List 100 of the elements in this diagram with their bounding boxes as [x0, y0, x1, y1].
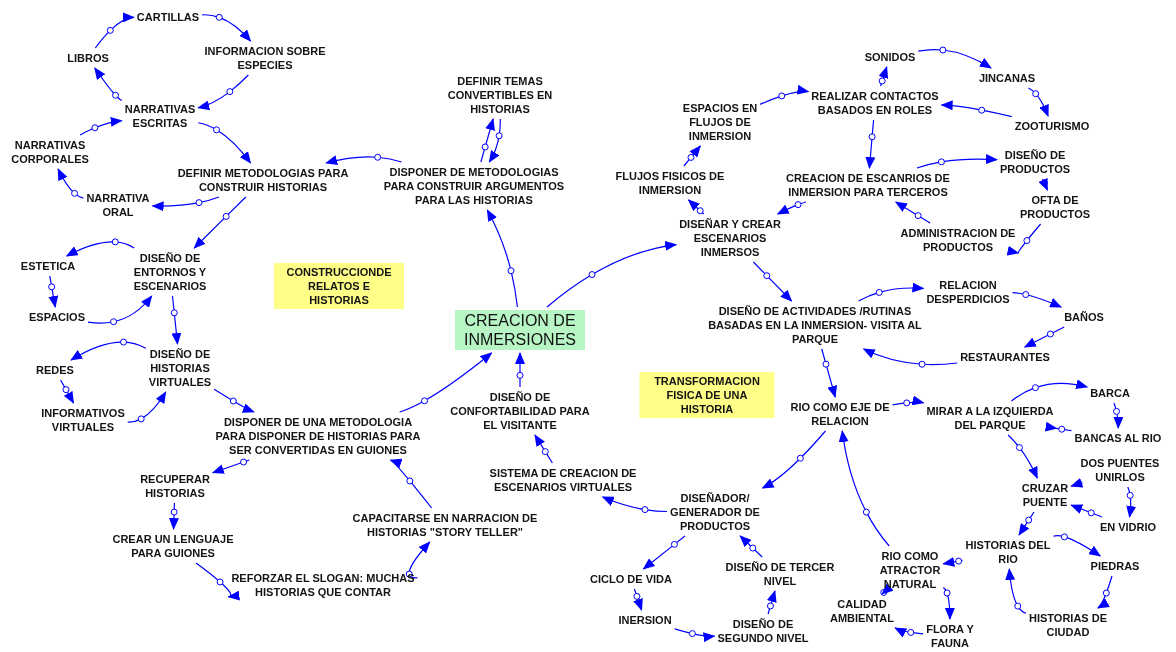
causal-arrow: [212, 458, 250, 474]
causal-arrow: [1005, 568, 1027, 614]
causal-arrow: [759, 85, 809, 105]
causal-arrow: [70, 338, 147, 361]
sector-label: TRANSFORMACION FISICA DE UNA HISTORIA: [639, 372, 775, 418]
causal-arrow: [1045, 422, 1073, 433]
variable-label: RECUPERAR HISTORIAS: [125, 472, 225, 500]
variable-label: DISPONER DE METODOLOGIAS PARA CONSTRUIR ARGUMENTOS PARA LAS HISTORIAS: [379, 165, 569, 207]
variable-label: NARRATIVAS ESCRITAS: [110, 102, 210, 130]
variable-label: RIO COMO EJE DE RELACION: [780, 400, 900, 428]
variable-label: PIEDRAS: [1075, 559, 1155, 573]
causal-arrow: [152, 196, 220, 211]
causal-arrow: [1010, 380, 1088, 402]
causal-arrow: [546, 241, 677, 308]
causal-arrow: [1024, 326, 1065, 348]
causal-arrow: [399, 352, 493, 413]
causal-arrow: [389, 458, 433, 509]
causal-arrow: [1113, 402, 1123, 429]
causal-arrow: [1011, 291, 1062, 308]
variable-label: DISEÑADOR/ GENERADOR DE PRODUCTOS: [650, 491, 780, 533]
variable-label: DISEÑO DE TERCER NIVEL: [725, 560, 835, 588]
causal-arrow: [865, 119, 876, 169]
causal-arrow: [674, 628, 716, 642]
variable-label: DISEÑO DE SEGUNDO NIVEL: [708, 617, 818, 645]
causal-arrow: [761, 430, 827, 489]
variable-label: JINCANAS: [967, 71, 1047, 85]
variable-label: NARRATIVAS CORPORALES: [0, 138, 100, 166]
variable-label: ESPACIOS EN FLUJOS DE INMERSION: [665, 101, 775, 143]
causal-arrow: [66, 238, 135, 257]
variable-label: REALIZAR CONTACTOS BASADOS EN ROLES: [800, 89, 950, 117]
causal-arrow: [405, 541, 431, 579]
variable-label: CARTILLAS: [123, 10, 213, 24]
variable-label: DOS PUENTES UNIRLOS: [1065, 456, 1175, 484]
variable-label: DISEÑO DE PRODUCTOS: [985, 148, 1085, 176]
causal-arrow: [87, 295, 153, 326]
variable-label: FLUJOS FISICOS DE INMERSION: [610, 169, 730, 197]
causal-arrow: [197, 122, 252, 164]
causal-arrow: [891, 396, 925, 407]
central-variable: CREACION DE INMERSIONES: [455, 310, 585, 350]
causal-arrow: [863, 348, 958, 368]
variable-label: ZOOTURISMO: [1002, 119, 1102, 133]
causal-arrow: [515, 352, 525, 388]
variable-label: INFORMATIVOS VIRTUALES: [23, 406, 143, 434]
variable-label: REFORZAR EL SLOGAN: MUCHAS HISTORIAS QUE CONTAR: [228, 571, 418, 599]
variable-label: DISEÑO DE ACTIVIDADES /RUTINAS BASADAS EN LA INMERSION- VISITA AL PARQUE: [700, 304, 930, 346]
variable-label: CREAR UN LENGUAJE PARA GUIONES: [108, 532, 238, 560]
causal-arrow: [94, 67, 123, 102]
causal-arrow: [201, 13, 252, 42]
causal-arrow: [1007, 223, 1042, 256]
causal-arrow: [857, 283, 924, 302]
variable-label: BAÑOS: [1054, 310, 1114, 324]
variable-label: RESTAURANTES: [945, 350, 1065, 364]
causal-arrow: [941, 100, 1013, 118]
variable-label: SONIDOS: [850, 50, 930, 64]
causal-arrow: [213, 388, 255, 413]
variable-label: EN VIDRIO: [1088, 520, 1168, 534]
variable-label: MIRAR A LA IZQUIERDA DEL PARQUE: [925, 404, 1055, 432]
causal-arrow: [602, 496, 668, 513]
variable-label: CALIDAD AMBIENTAL: [817, 597, 907, 625]
variable-label: LIBROS: [53, 51, 123, 65]
causal-arrow: [325, 153, 403, 165]
causal-arrow: [480, 118, 495, 163]
causal-arrow: [1097, 575, 1113, 609]
variable-label: INFORMACION SOBRE ESPECIES: [200, 44, 330, 72]
causal-arrow: [633, 588, 643, 611]
variable-label: DISEÑAR Y CREAR ESCENARIOS INMERSOS: [665, 217, 795, 259]
variable-label: DISEÑO DE HISTORIAS VIRTUALES: [130, 347, 230, 389]
causal-arrow: [1007, 434, 1038, 479]
variable-label: ESTETICA: [8, 259, 88, 273]
causal-arrow: [777, 201, 807, 215]
variable-label: ESPACIOS: [17, 310, 97, 324]
variable-label: DEFINIR METODOLOGIAS PARA CONSTRUIR HISTORIAS: [173, 166, 353, 194]
causal-arrow: [839, 430, 890, 547]
causal-arrow: [942, 587, 955, 620]
sector-label: CONSTRUCCIONDE RELATOS E HISTORIAS: [274, 263, 404, 309]
causal-arrow: [1027, 87, 1049, 117]
causal-arrow: [79, 117, 123, 136]
causal-arrow: [917, 46, 992, 69]
causal-arrow: [739, 535, 763, 558]
causal-arrow: [1039, 178, 1049, 191]
causal-arrow: [94, 12, 135, 49]
variable-label: DISEÑO DE ENTORNOS Y ESCENARIOS: [120, 251, 220, 293]
variable-label: BARCA: [1080, 386, 1140, 400]
variable-label: DISPONER DE UNA METODOLOGIA PARA DISPONER DE HISTORIAS PARA SER CONVERTIDAS EN GUIONES: [213, 415, 423, 457]
variable-label: CREACION DE ESCANRIOS DE INMERSION PARA TERCEROS: [768, 171, 968, 199]
variable-label: INERSION: [605, 613, 685, 627]
causal-arrow: [752, 261, 793, 302]
causal-arrow: [687, 199, 705, 215]
causal-arrow: [894, 627, 924, 637]
causal-arrow: [534, 434, 553, 464]
causal-arrow: [767, 590, 777, 615]
causal-arrow: [197, 74, 249, 110]
variable-label: DISEÑO DE CONFORTABILIDAD PARA EL VISITANTE: [445, 390, 595, 432]
causal-arrow: [916, 154, 998, 169]
causal-arrow: [1070, 478, 1083, 488]
causal-arrow: [880, 583, 893, 596]
variable-label: HISTORIAS DEL RIO: [963, 538, 1053, 566]
variable-label: HISTORIAS DE CIUDAD: [1013, 611, 1123, 639]
causal-arrow: [169, 502, 179, 530]
causal-arrow: [170, 295, 181, 345]
